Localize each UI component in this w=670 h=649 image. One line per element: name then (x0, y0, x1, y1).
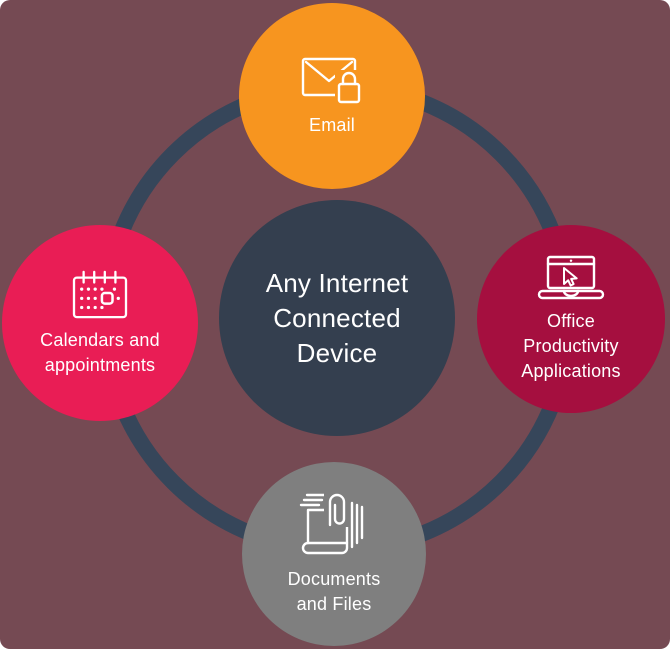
node-calendars-label-line: appointments (44, 355, 156, 375)
node-documents-label-line: and Files (296, 594, 372, 614)
node-calendars-label: Calendars and appointments (40, 328, 160, 378)
calendar-icon (71, 268, 129, 320)
node-email: Email (239, 3, 425, 189)
center-node: Any Internet Connected Device (219, 200, 455, 436)
node-office: Office Productivity Applications (477, 225, 665, 413)
laptop-cursor-icon (537, 255, 605, 301)
node-documents: Documents and Files (242, 462, 426, 646)
center-node-line: Connected (273, 302, 401, 333)
center-node-line: Device (296, 337, 378, 368)
node-documents-label-line: Documents (287, 569, 381, 589)
documents-paperclip-icon (296, 491, 372, 559)
node-office-label: Office Productivity Applications (521, 309, 620, 384)
node-documents-label: Documents and Files (288, 567, 381, 617)
email-lock-icon (301, 55, 363, 105)
node-email-label-line: Email (308, 114, 355, 135)
node-calendars: Calendars and appointments (2, 225, 198, 421)
node-office-label-line: Productivity (523, 335, 619, 356)
node-calendars-label-line: Calendars and (40, 330, 160, 350)
node-email-label: Email (309, 113, 355, 138)
node-office-label-line: Office (547, 310, 595, 331)
center-node-label: Any Internet Connected Device (266, 266, 409, 371)
center-node-line: Any Internet (265, 267, 409, 298)
node-office-label-line: Applications (521, 360, 621, 381)
